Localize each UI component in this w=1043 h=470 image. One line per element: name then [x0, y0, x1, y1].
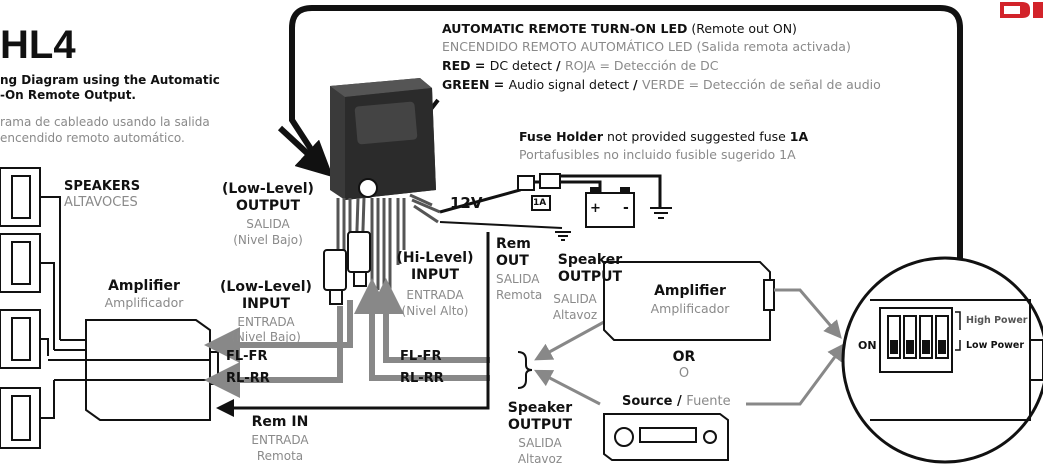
speaker-wires	[40, 196, 86, 419]
title-en-line2: -On Remote Output.	[0, 88, 136, 102]
rem-in-es2: Remota	[256, 449, 304, 463]
rem-in-line	[216, 232, 490, 417]
led-title-es: ENCENDIDO REMOTO AUTOMÁTICO LED (Salida …	[442, 39, 851, 54]
rem-out-es1: SALIDA	[496, 272, 540, 286]
hl4-device	[330, 78, 436, 200]
low-input-es1: ENTRADA	[237, 315, 295, 329]
brace	[517, 351, 533, 389]
rca-connectors	[323, 231, 371, 305]
led-red: RED = DC detect / ROJA = Detección de DC	[442, 58, 719, 73]
rem-out-en1: Rem	[496, 236, 531, 252]
model-title: HL4	[0, 23, 76, 67]
led-green: GREEN = Audio signal detect / VERDE = De…	[442, 77, 881, 92]
rem-out-es2: Remota	[496, 288, 543, 302]
spk-out-bot-en2: OUTPUT	[508, 417, 572, 433]
rl-rr-left-label: RL-RR	[226, 371, 270, 386]
low-output-es1: SALIDA	[246, 217, 290, 231]
led-indicator	[358, 178, 378, 198]
rl-rr-right-label: RL-RR	[400, 371, 444, 386]
low-output-es2: (Nivel Bajo)	[233, 233, 303, 247]
high-power-label: High Power	[966, 315, 1028, 326]
battery	[585, 187, 635, 228]
fuse-holder	[517, 173, 561, 211]
speakers-label: SPEAKERS	[64, 179, 141, 194]
rem-in-en: Rem IN	[251, 414, 309, 430]
title-es-line1: rama de cableado usando la salida	[0, 115, 210, 129]
or-label: OR	[672, 349, 696, 365]
speaker-array	[0, 167, 41, 449]
low-output-en2: OUTPUT	[236, 198, 300, 214]
brand-logo	[1000, 2, 1043, 18]
hi-input-es2: (Nivel Alto)	[401, 304, 469, 318]
spk-out-bot-es1: SALIDA	[518, 436, 562, 450]
fuse-label-es: Portafusibles no incluido fusible sugeri…	[519, 147, 796, 162]
ground-symbol-device	[555, 231, 571, 241]
led-pointer-arrow	[277, 125, 334, 178]
fl-fr-right-label: FL-FR	[400, 349, 442, 364]
battery-plus: +	[590, 201, 601, 216]
title-en-line1: ng Diagram using the Automatic	[0, 73, 220, 87]
magnifier-circle	[841, 256, 1043, 464]
amp-right-es: Amplificador	[650, 301, 730, 316]
amp-left-es: Amplificador	[104, 295, 184, 310]
dip-switches	[887, 315, 949, 359]
fuse-label: Fuse Holder not provided suggested fuse …	[519, 129, 809, 144]
source-label: Source / Fuente	[622, 394, 731, 409]
rem-in-es1: ENTRADA	[251, 433, 309, 447]
hi-input-en2: INPUT	[410, 267, 460, 283]
head-unit	[603, 413, 729, 461]
led-title: AUTOMATIC REMOTE TURN-ON LED (Remote out…	[442, 21, 797, 36]
battery-minus: -	[623, 200, 629, 216]
amplifier-left	[85, 319, 219, 421]
spk-out-top-en2: OUTPUT	[558, 269, 622, 285]
ground-symbol-battery	[650, 207, 672, 219]
low-output-en1: (Low-Level)	[222, 181, 314, 197]
low-input-en1: (Low-Level)	[220, 279, 312, 295]
low-input-es2: (Nivel Bajo)	[231, 330, 301, 344]
rem-out-en2: OUT	[496, 253, 529, 269]
amp-right-en: Amplifier	[654, 283, 726, 299]
title-es-line2: encendido remoto automático.	[0, 131, 185, 145]
hi-input-en1: (Hi-Level)	[396, 250, 474, 266]
spk-out-top-en1: Speaker	[557, 252, 623, 268]
low-input-en2: INPUT	[241, 296, 291, 312]
led-callout-loop	[289, 5, 963, 262]
spk-out-top-es2: Altavoz	[552, 308, 598, 322]
wire-bundle	[336, 193, 441, 290]
switch-on-label: ON	[858, 339, 877, 352]
hi-input-es1: ENTRADA	[406, 288, 464, 302]
voltage-label: 12V	[450, 194, 483, 212]
fl-fr-left-label: FL-FR	[226, 349, 268, 364]
fuse-mark: 1A	[533, 198, 547, 208]
spk-out-bot-en1: Speaker	[507, 400, 573, 416]
amplifier-right	[603, 261, 775, 341]
amp-left-en: Amplifier	[108, 278, 180, 294]
or-label-es: O	[678, 366, 690, 381]
signal-arrows	[204, 278, 490, 398]
spk-out-top-es1: SALIDA	[553, 292, 597, 306]
spk-out-bot-es2: Altavoz	[517, 452, 563, 466]
speakers-label-es: ALTAVOCES	[64, 195, 138, 210]
low-power-label: Low Power	[966, 340, 1025, 351]
